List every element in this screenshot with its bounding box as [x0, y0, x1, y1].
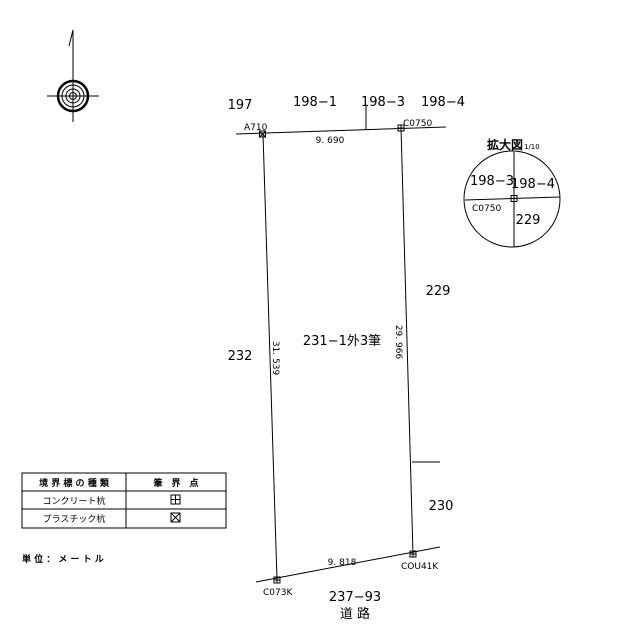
- parcel-237-93: 237−93: [329, 590, 381, 605]
- road-label: 道 路: [340, 606, 370, 622]
- inset-parcel-198-3: 198−3: [470, 174, 514, 189]
- parcel-198-3: 198−3: [361, 95, 405, 110]
- legend-table: 境 界 標 の 種 類 筆 界 点 コンクリート杭 プラスチック杭: [21, 472, 227, 529]
- legend-row-plastic: プラスチック杭: [43, 513, 106, 525]
- parcel-boundary: [235, 105, 447, 583]
- parcel-198-1: 198−1: [293, 95, 337, 110]
- point-c073k: C073K: [263, 588, 293, 598]
- inset-parcel-229: 229: [516, 213, 541, 228]
- inset-title: 拡大図: [487, 137, 523, 152]
- concrete-pile-icon: [170, 494, 181, 505]
- distance-bottom: 9. 818: [328, 558, 357, 568]
- unit-label: 単 位 ： メ ー ト ル: [22, 553, 104, 565]
- distance-top: 9. 690: [316, 136, 345, 146]
- distance-left: 31. 539: [270, 341, 280, 376]
- inset-scale: 1/10: [524, 143, 540, 151]
- parcel-229: 229: [426, 284, 451, 299]
- marker-cou41k: [409, 550, 417, 558]
- point-a710: A710: [244, 123, 268, 133]
- inset-enlarged-view: 拡大図 1/10 198−3 198−4 C0750 229: [463, 137, 561, 248]
- inset-parcel-198-4: 198−4: [511, 177, 555, 192]
- parcel-230: 230: [429, 499, 454, 514]
- inset-point-c0750: C0750: [472, 204, 501, 214]
- marker-c073k: [273, 576, 281, 584]
- marker-a710: [259, 130, 266, 138]
- parcel-197: 197: [228, 98, 253, 113]
- point-c0750: C0750: [403, 119, 432, 129]
- legend-header-point: 筆 界 点: [153, 477, 198, 489]
- parcel-232: 232: [228, 349, 253, 364]
- main-parcel-label: 231−1外3筆: [303, 334, 381, 349]
- north-arrow-icon: [47, 29, 99, 122]
- parcel-198-4: 198−4: [421, 95, 465, 110]
- plastic-pile-icon: [170, 512, 181, 523]
- legend-row-concrete: コンクリート杭: [42, 495, 105, 507]
- marker-c0750: [397, 124, 405, 132]
- point-cou41k: COU41K: [401, 562, 439, 572]
- legend-header-type: 境 界 標 の 種 類: [39, 477, 110, 489]
- distance-right: 29. 966: [393, 325, 403, 360]
